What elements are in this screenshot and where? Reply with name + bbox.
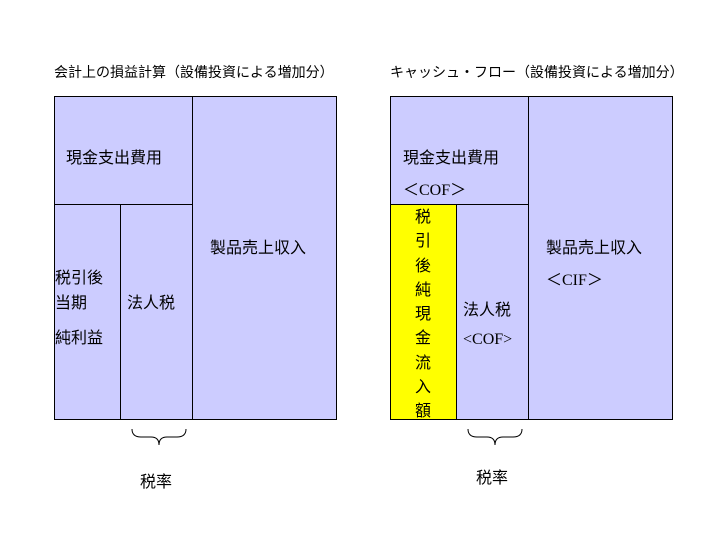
left-net-income-line-3: 純利益 — [55, 328, 104, 347]
left-revenue-box: 製品売上収入 — [192, 96, 337, 420]
left-revenue-label: 製品売上収入 — [210, 238, 307, 257]
right-revenue-label: 製品売上収入 — [546, 238, 643, 257]
right-diagram-title: キャッシュ・フロー（設備投資による増加分） — [390, 65, 684, 81]
left-corporate-tax-label: 法人税 — [127, 293, 176, 312]
right-corporate-tax-box: 法人税 <COF> — [456, 204, 529, 420]
right-revenue-tag: ＜CIF＞ — [546, 272, 603, 289]
left-diagram-title: 会計上の損益計算（設備投資による増加分） — [54, 65, 334, 81]
left-net-income-line-1: 税引後 — [55, 268, 104, 287]
left-net-income-box: 税引後 当期 純利益 — [54, 204, 121, 420]
left-tax-rate-brace — [131, 428, 187, 446]
left-cash-expense-label: 現金支出費用 — [66, 148, 163, 167]
right-revenue-box: 製品売上収入 ＜CIF＞ — [528, 96, 673, 420]
right-tax-rate-brace — [467, 428, 523, 446]
right-tax-rate-label: 税率 — [476, 468, 509, 487]
right-net-inflow-label: 税引後純現金流入額 — [414, 207, 431, 421]
right-cash-expense-label: 現金支出費用 — [403, 148, 500, 167]
left-corporate-tax-box: 法人税 — [120, 204, 193, 420]
right-net-inflow-box: 税引後純現金流入額 — [390, 204, 457, 420]
left-net-income-line-2: 当期 — [55, 293, 88, 312]
right-corporate-tax-label: 法人税 — [463, 300, 512, 319]
left-tax-rate-label: 税率 — [140, 472, 173, 491]
right-corporate-tax-tag: <COF> — [463, 331, 513, 348]
right-cash-expense-tag: ＜COF＞ — [403, 182, 467, 199]
right-cash-expense-box: 現金支出費用 ＜COF＞ — [390, 96, 529, 205]
left-cash-expense-box: 現金支出費用 — [54, 96, 193, 205]
